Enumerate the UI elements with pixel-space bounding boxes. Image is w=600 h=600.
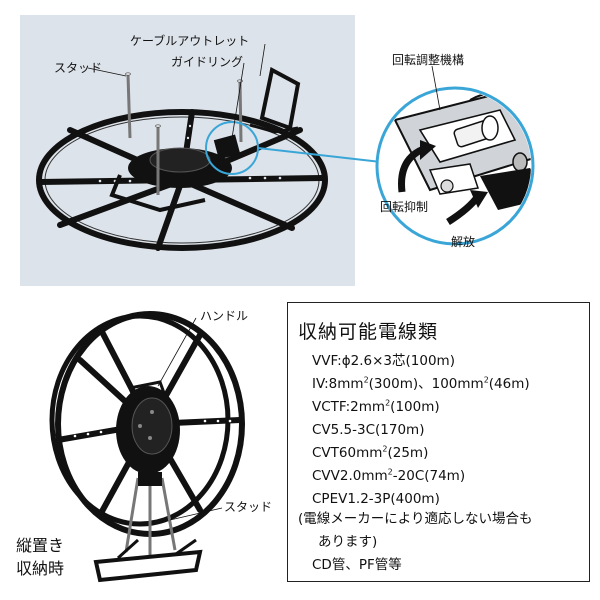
spec-item-mid: (25m) [387, 445, 429, 461]
vertical-reel-base [93, 549, 203, 583]
spec-item-pre: VVF:ϕ2.6×3芯(100m) [312, 353, 455, 369]
horizontal-reel-diagram [36, 43, 535, 251]
vertical-studs [124, 477, 177, 555]
spec-item: VVF:ϕ2.6×3芯(100m) [312, 353, 455, 369]
spec-item-mid: (300m)、100mm [368, 376, 484, 392]
spec-item: IV:8mm2(300m)、100mm2(46m) [312, 376, 530, 392]
specs-conduit: CD管、PF管等 [312, 557, 402, 573]
spec-item-sup1: 2 [382, 444, 388, 454]
storable-cables-box: 収納可能電線類 VVF:ϕ2.6×3芯(100m)IV:8mm2(300m)、1… [287, 302, 590, 582]
spec-item-pre: CVV2.0mm [312, 468, 388, 484]
studs [126, 74, 243, 195]
rotation-mechanism-title: 回転調整機構 [392, 53, 465, 67]
specs-title: 収納可能電線類 [298, 321, 439, 343]
spec-item-sup1: 2 [387, 467, 393, 477]
spec-item: CVT60mm2(25m) [312, 445, 428, 461]
release-label: 解放 [451, 235, 476, 249]
spec-item: CVV2.0mm2-20C(74m) [312, 468, 465, 484]
handle-label: ハンドル [200, 309, 249, 323]
spec-item-pre: IV:8mm [312, 376, 364, 392]
cable-outlet-label: ケーブルアウトレット [130, 34, 250, 48]
spec-item-pre: CV5.5-3C(170m) [312, 422, 425, 438]
spec-item-sup1: 2 [385, 398, 391, 408]
vertical-reel-diagram [49, 311, 245, 583]
stud-label-top: スタッド [54, 61, 103, 75]
brake-label: 回転抑制 [380, 200, 429, 214]
spec-item: CV5.5-3C(170m) [312, 422, 424, 438]
specs-list: VVF:ϕ2.6×3芯(100m)IV:8mm2(300m)、100mm2(46… [288, 303, 589, 581]
stud-label-bottom: スタッド [224, 500, 273, 514]
spec-item-post: (46m) [488, 376, 530, 392]
cable-outlet [213, 134, 241, 160]
specs-note-line-1: (電線メーカーにより適応しない場合も [298, 511, 533, 527]
caption-line-2: 収納時 [16, 559, 65, 578]
caption-line-1: 縦置き [16, 536, 65, 555]
guide-ring [259, 66, 301, 131]
spec-item-sup2: 2 [483, 375, 489, 385]
spec-item: CPEV1.2-3P(400m) [312, 491, 440, 507]
spec-item-pre: CPEV1.2-3P(400m) [312, 491, 440, 507]
spec-item-pre: CVT60mm [312, 445, 383, 461]
guide-ring-label: ガイドリング [171, 55, 244, 69]
spec-item-pre: VCTF:2mm [312, 399, 386, 415]
spec-item: VCTF:2mm2(100m) [312, 399, 440, 415]
spec-item-mid: -20C(74m) [392, 468, 466, 484]
reel-base-foot [109, 174, 206, 213]
spec-item-mid: (100m) [390, 399, 440, 415]
vertical-storage-caption: 縦置き 収納時 [16, 534, 64, 580]
spec-item-sup1: 2 [363, 375, 369, 385]
specs-note-line-2: あります) [318, 534, 378, 550]
